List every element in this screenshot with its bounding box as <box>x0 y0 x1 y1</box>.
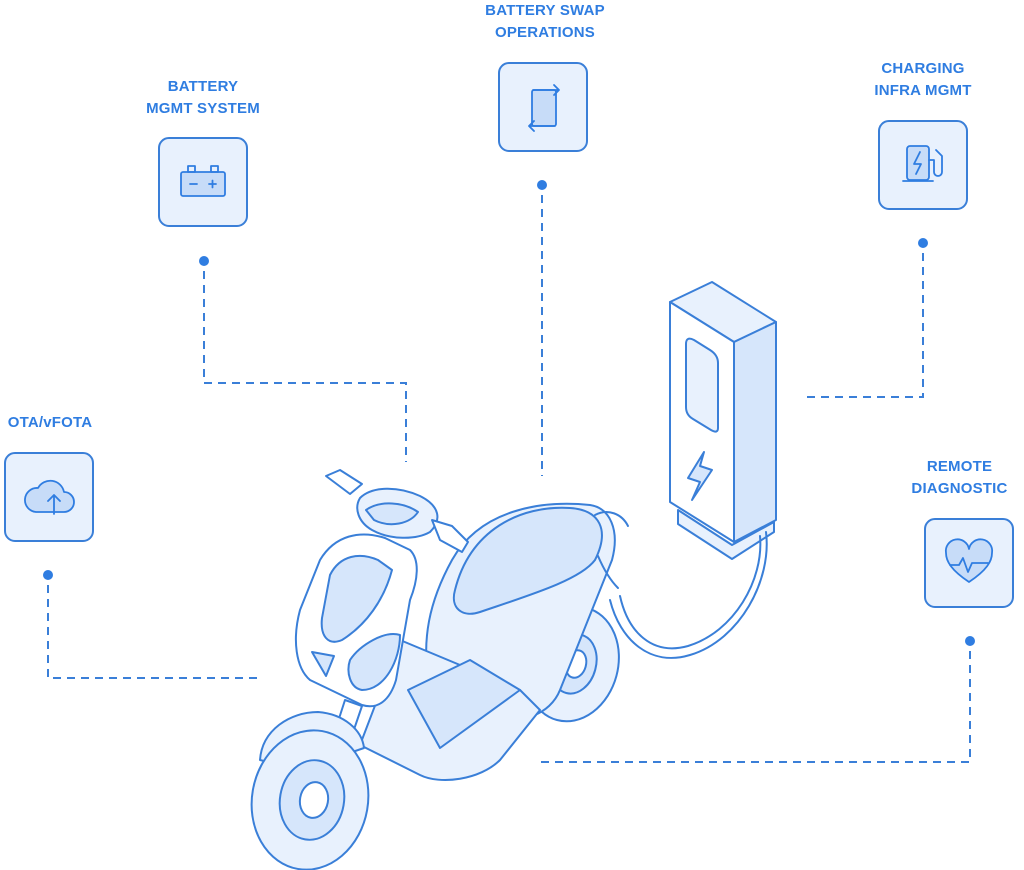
connector-diagnostic <box>538 636 975 763</box>
label-charging: CHARGING INFRA MGMT <box>853 58 993 102</box>
label-charging-line-1: CHARGING <box>881 60 965 77</box>
connector-dot <box>965 636 975 646</box>
label-swap-line-1: BATTERY SWAP <box>485 2 605 19</box>
label-charging-line-2: INFRA MGMT <box>874 82 972 99</box>
charging-station-icon <box>902 145 943 182</box>
station-display <box>685 337 719 433</box>
label-bms-line-1: BATTERY <box>167 78 239 95</box>
electric-scooter <box>250 469 629 870</box>
charging-station <box>609 281 777 659</box>
label-diagnostic-line-1: REMOTE <box>926 458 993 475</box>
headlight <box>311 651 335 677</box>
tile-ota <box>4 452 94 542</box>
connector-dot <box>537 180 547 190</box>
cloud-upload-icon <box>24 479 75 515</box>
front-panel-window <box>320 554 393 643</box>
lightning-icon <box>687 451 713 501</box>
tile-diagnostic <box>924 518 1014 608</box>
label-swap: BATTERY SWAP OPERATIONS <box>455 0 635 44</box>
connector-bms <box>199 256 407 462</box>
swap-arrows-icon <box>528 84 560 132</box>
label-diagnostic: REMOTE DIAGNOSTIC <box>895 456 1024 500</box>
connector-dot <box>918 238 928 248</box>
battery-icon <box>180 165 226 197</box>
label-bms-line-2: MGMT SYSTEM <box>146 100 260 117</box>
label-swap-line-2: OPERATIONS <box>494 24 596 41</box>
heart-pulse-icon <box>944 538 994 583</box>
label-ota: OTA/vFOTA <box>0 412 100 434</box>
connector-ota <box>43 570 262 679</box>
label-bms: BATTERY MGMT SYSTEM <box>118 76 288 120</box>
tile-bms <box>158 137 248 227</box>
connector-dot <box>43 570 53 580</box>
tile-charging <box>878 120 968 210</box>
tile-swap <box>498 62 588 152</box>
connector-charging <box>806 238 928 398</box>
label-ota-line-1: OTA/vFOTA <box>7 414 93 431</box>
label-diagnostic-line-2: DIAGNOSTIC <box>911 480 1008 497</box>
connector-swap <box>537 180 547 476</box>
connector-dot <box>199 256 209 266</box>
